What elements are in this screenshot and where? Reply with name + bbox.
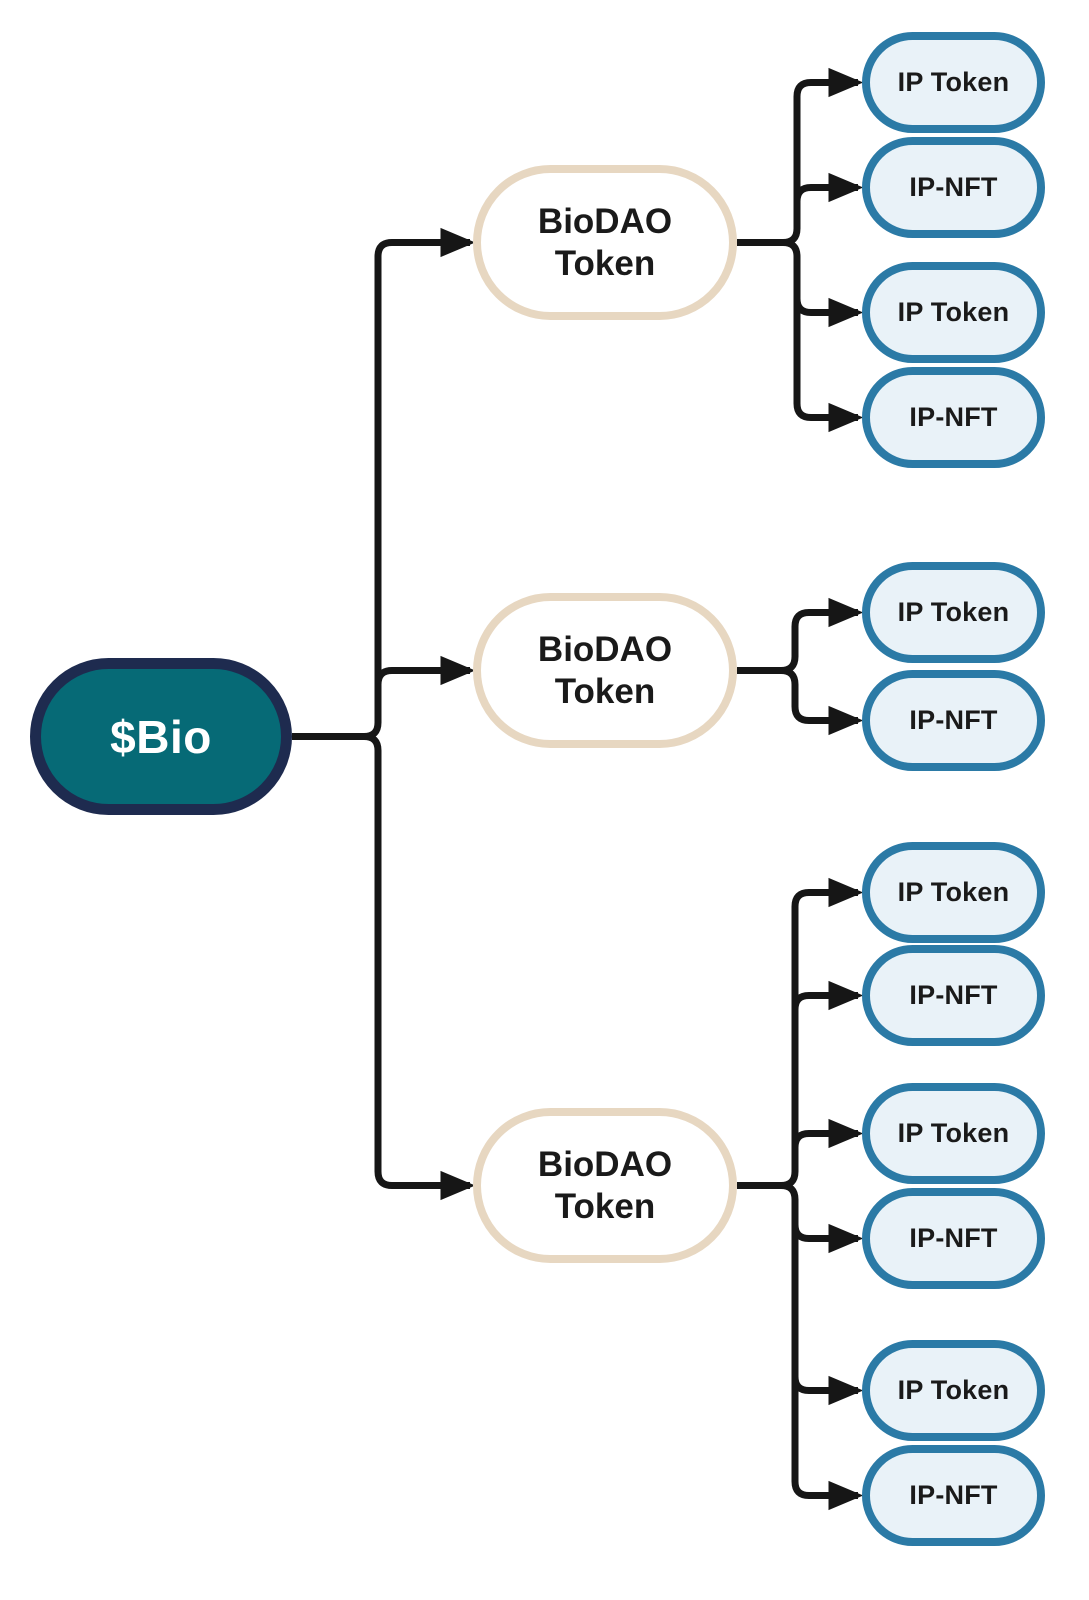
connector-edge: [292, 227, 476, 740]
node-label: IP Token: [897, 877, 1010, 907]
connector-edge: [737, 597, 864, 674]
ip-nft-node: IP-NFT: [862, 1188, 1045, 1289]
node-label: IP-NFT: [909, 402, 998, 432]
connector-edge: [737, 67, 864, 246]
node-label: IP-NFT: [909, 1223, 998, 1253]
biodao-token-node: BioDAO Token: [473, 593, 737, 748]
ip-nft-node: IP-NFT: [862, 945, 1045, 1046]
node-label: IP Token: [897, 1118, 1010, 1148]
connector-edge: [793, 172, 864, 203]
node-label: IP Token: [897, 67, 1010, 97]
ip-token-node: IP Token: [862, 562, 1045, 663]
ip-token-node: IP Token: [862, 842, 1045, 943]
connector-edge: [374, 655, 476, 686]
node-label: IP-NFT: [909, 705, 998, 735]
connector-edge: [782, 239, 864, 433]
ip-token-node: IP Token: [862, 1083, 1045, 1184]
connector-edge: [780, 667, 864, 736]
node-label: IP Token: [897, 1375, 1010, 1405]
biodao-token-node: BioDAO Token: [473, 165, 737, 320]
root-node-bio: $Bio: [30, 658, 292, 815]
connector-edge: [791, 980, 864, 1011]
node-label: $Bio: [110, 710, 212, 763]
node-label: IP-NFT: [909, 172, 998, 202]
connector-edge: [793, 297, 864, 328]
connector-edge: [780, 1182, 864, 1511]
node-label: BioDAO Token: [537, 1144, 673, 1226]
biodao-token-node: BioDAO Token: [473, 1108, 737, 1263]
node-label: IP-NFT: [909, 980, 998, 1010]
node-label: IP Token: [897, 297, 1010, 327]
ip-token-node: IP Token: [862, 262, 1045, 363]
node-label: IP-NFT: [909, 1480, 998, 1510]
ip-nft-node: IP-NFT: [862, 670, 1045, 771]
ip-nft-node: IP-NFT: [862, 137, 1045, 238]
ip-token-node: IP Token: [862, 1340, 1045, 1441]
node-label: BioDAO Token: [537, 201, 673, 283]
connector-edge: [791, 1375, 864, 1406]
ip-nft-node: IP-NFT: [862, 1445, 1045, 1546]
ip-token-node: IP Token: [862, 32, 1045, 133]
connector-edge: [363, 733, 476, 1201]
node-label: IP Token: [897, 597, 1010, 627]
connector-edge: [791, 1118, 864, 1149]
ip-nft-node: IP-NFT: [862, 367, 1045, 468]
node-label: BioDAO Token: [537, 629, 673, 711]
connector-edge: [791, 1223, 864, 1254]
